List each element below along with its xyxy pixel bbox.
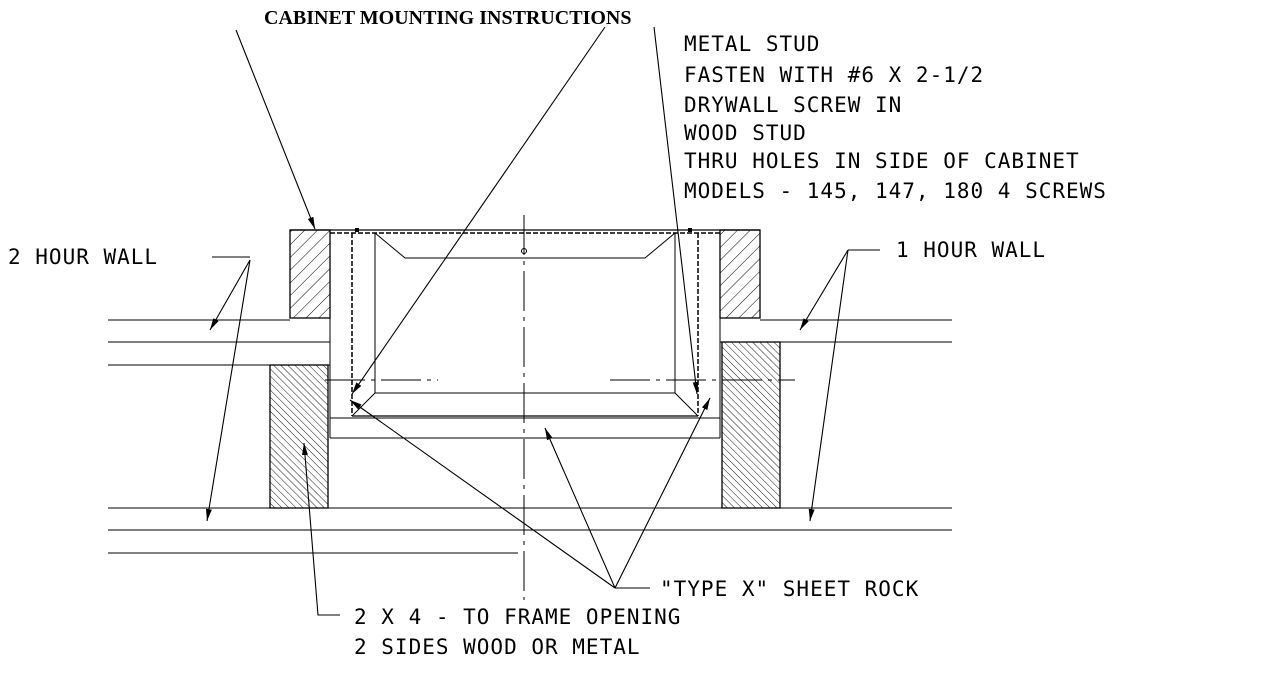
stud-2x4-right <box>721 341 781 509</box>
frame-opening-label-line1: 2 X 4 - TO FRAME OPENING <box>354 605 681 629</box>
sheet-rock-lining <box>329 230 721 439</box>
mounting-note: METAL STUD FASTEN WITH #6 X 2-1/2 DRYWAL… <box>684 32 1107 203</box>
note-line: METAL STUD <box>684 32 820 56</box>
page-title: CABINET MOUNTING INSTRUCTIONS <box>264 7 631 29</box>
sheet-rock-label: "TYPE X" SHEET ROCK <box>660 577 919 601</box>
centerlines <box>325 215 795 600</box>
cabinet-flange-right <box>719 229 761 319</box>
cabinet-flange-left <box>289 229 331 319</box>
note-line: WOOD STUD <box>684 121 807 145</box>
two-hour-wall-label: 2 HOUR WALL <box>8 245 158 269</box>
one-hour-wall-label: 1 HOUR WALL <box>896 238 1046 262</box>
cabinet-box <box>290 228 760 417</box>
note-line: THRU HOLES IN SIDE OF CABINET <box>684 149 1080 173</box>
note-line: FASTEN WITH #6 X 2-1/2 <box>684 63 984 87</box>
leader-lines <box>205 26 880 616</box>
stud-2x4-left <box>269 364 329 509</box>
frame-opening-label-line2: 2 SIDES WOOD OR METAL <box>354 635 641 659</box>
note-line: DRYWALL SCREW IN <box>684 93 902 117</box>
note-line: MODELS - 145, 147, 180 4 SCREWS <box>684 179 1107 203</box>
